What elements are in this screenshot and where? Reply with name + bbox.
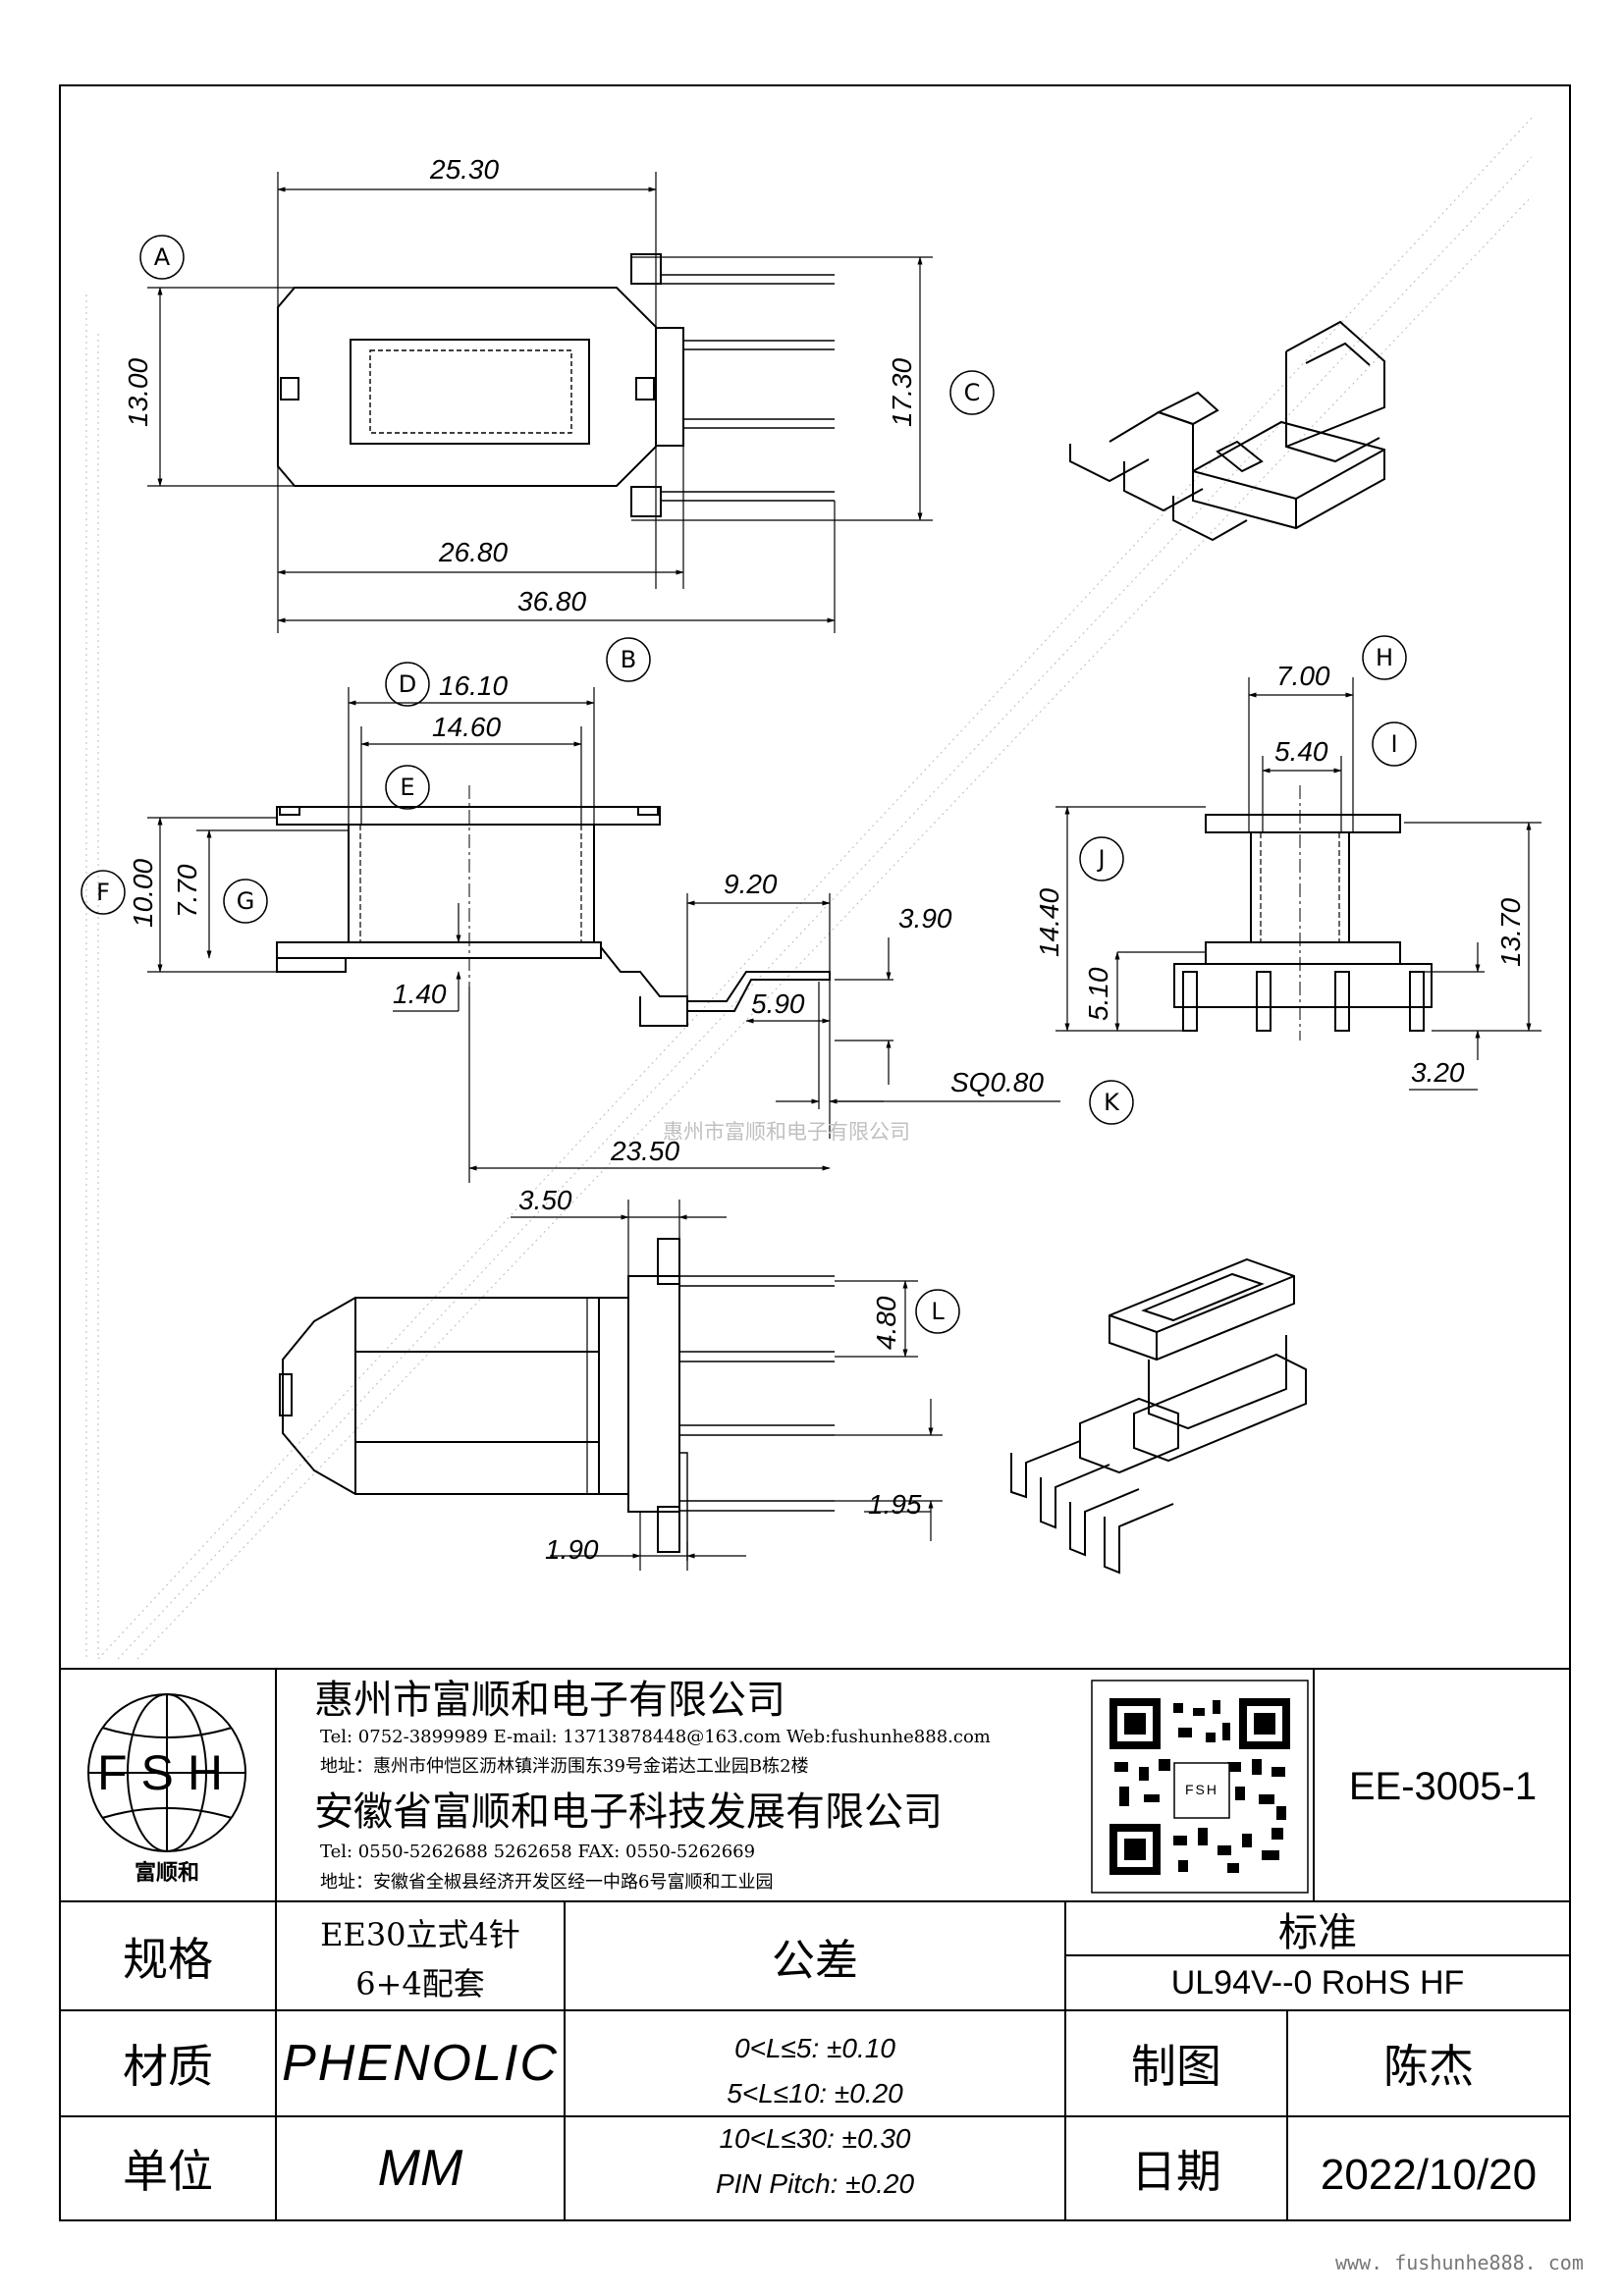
callout-A: A	[154, 243, 171, 271]
standard-value: UL94V--0 RoHS HF	[1170, 1963, 1465, 2002]
qr-code	[1109, 1698, 1290, 1875]
dim-3-50: 3.50	[518, 1185, 572, 1215]
callout-I: I	[1390, 730, 1397, 758]
dim-5-10: 5.10	[1083, 967, 1113, 1021]
standard-label: 标准	[1278, 1909, 1357, 1955]
dim-23-50: 23.50	[610, 1136, 679, 1166]
callout-B: B	[621, 646, 636, 673]
dim-1-90: 1.90	[545, 1534, 599, 1565]
dim-sq-0-80: SQ0.80	[950, 1067, 1044, 1097]
dim-36-80: 36.80	[517, 586, 586, 616]
material-label: 材质	[123, 2040, 213, 2093]
callout-C: C	[964, 379, 981, 406]
callout-F: F	[96, 879, 110, 906]
dim-16-10: 16.10	[439, 670, 508, 701]
callout-J: J	[1096, 845, 1105, 873]
top-view-dimensions	[147, 172, 933, 633]
dim-1-95: 1.95	[868, 1489, 922, 1520]
contact-anhui: Tel: 0550-5262688 5262658 FAX: 0550-5262…	[320, 1841, 756, 1862]
callout-H: H	[1376, 644, 1393, 671]
front-view	[276, 785, 831, 1027]
drawn-by-value: 陈杰	[1383, 2040, 1474, 2093]
bottom-view-dimensions	[511, 1200, 943, 1571]
spec-label: 规格	[123, 1932, 213, 1986]
dim-13-70: 13.70	[1495, 898, 1526, 967]
unit-label: 单位	[123, 2145, 213, 2198]
dim-13-00: 13.00	[123, 358, 153, 427]
side-view-dimensions	[1055, 677, 1542, 1091]
dim-17-30: 17.30	[887, 358, 917, 427]
drawn-by-label: 制图	[1131, 2040, 1221, 2093]
tolerance-label: 公差	[772, 1935, 858, 1986]
tolerance-line-1: 0<L≤5: ±0.10	[734, 2033, 895, 2063]
unit-value: MM	[377, 2140, 463, 2197]
date-value: 2022/10/20	[1320, 2151, 1538, 2199]
dim-3-90: 3.90	[898, 903, 952, 934]
dim-5-90: 5.90	[751, 988, 805, 1019]
title-block-grid	[60, 1669, 1570, 2220]
isometric-view-2	[1010, 1257, 1307, 1575]
dim-25-30: 25.30	[429, 154, 499, 185]
bottom-view	[279, 1238, 835, 1561]
dim-26-80: 26.80	[438, 537, 508, 567]
callout-D: D	[399, 670, 416, 698]
material-value: PHENOLIC	[282, 2035, 559, 2092]
callout-circles	[81, 235, 1417, 1334]
dim-10-00: 10.00	[128, 859, 158, 928]
dim-9-20: 9.20	[724, 869, 778, 899]
tolerance-line-4: PIN Pitch: ±0.20	[715, 2168, 915, 2199]
address-anhui: 地址：安徽省全椒县经济开发区经一中路6号富顺和工业园	[320, 1872, 774, 1893]
callout-L: L	[931, 1298, 945, 1325]
dim-5-40: 5.40	[1274, 736, 1328, 767]
side-view	[1173, 785, 1433, 1041]
dim-4-80: 4.80	[871, 1296, 901, 1350]
company-name-anhui: 安徽省富顺和电子科技发展有限公司	[314, 1789, 943, 1835]
isometric-view-1	[1069, 320, 1385, 542]
address-huizhou: 地址：惠州市仲恺区沥林镇泮沥围东39号金诺达工业园B栋2楼	[320, 1756, 809, 1777]
part-number: EE-3005-1	[1348, 1764, 1538, 1808]
qr-logo-text: FSH	[1185, 1782, 1218, 1797]
fsh-logo-globe	[87, 1693, 246, 1852]
watermark-text: 惠州市富顺和电子有限公司	[663, 1120, 910, 1144]
callout-G: G	[237, 887, 255, 915]
front-view-dimensions	[147, 687, 1060, 1183]
dim-1-40: 1.40	[393, 979, 447, 1009]
tolerance-line-3: 10<L≤30: ±0.30	[719, 2123, 911, 2154]
tolerance-line-2: 5<L≤10: ±0.20	[727, 2078, 903, 2109]
callout-E: E	[400, 774, 414, 801]
footer-website: www. fushunhe888. com	[1335, 2251, 1584, 2274]
contact-huizhou: Tel: 0752-3899989 E-mail: 13713878448@16…	[320, 1726, 991, 1747]
company-name-huizhou: 惠州市富顺和电子有限公司	[314, 1678, 785, 1723]
dimension-labels: 25.30 13.00 17.30 26.80 36.80 16.10 14.6…	[123, 154, 1526, 1565]
dim-14-60: 14.60	[432, 712, 501, 742]
dim-14-40: 14.40	[1034, 888, 1064, 957]
top-view	[277, 253, 835, 517]
spec-value-line-2: 6+4配套	[355, 1965, 485, 2002]
date-label: 日期	[1131, 2145, 1221, 2198]
dim-7-00: 7.00	[1276, 661, 1330, 691]
callout-letters: A B C D E F G H I J K L	[96, 243, 1397, 1325]
background-guides	[85, 117, 1533, 1660]
spec-value-line-1: EE30立式4针	[320, 1916, 520, 1953]
fsh-logo-caption: 富顺和	[134, 1860, 199, 1886]
callout-K: K	[1104, 1089, 1120, 1116]
dim-7-70: 7.70	[172, 864, 202, 918]
dim-3-20: 3.20	[1411, 1057, 1465, 1088]
drawing-frame	[59, 84, 1571, 2221]
fsh-logo-letters: FSH	[97, 1745, 237, 1800]
